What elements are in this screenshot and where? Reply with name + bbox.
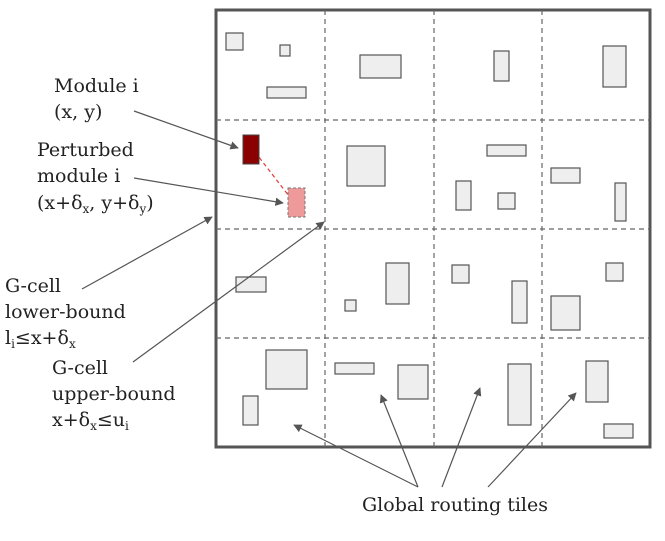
label-module-line2: (x, y) xyxy=(54,101,102,123)
label-lower-line2: lower-bound xyxy=(5,301,126,323)
block xyxy=(486,144,527,157)
block xyxy=(344,299,357,312)
block xyxy=(242,395,259,426)
label-upper-line2: upper-bound xyxy=(52,383,176,405)
label-upper-formula: x+δx≤ui xyxy=(52,409,129,433)
label-upper-line1: G-cell xyxy=(52,357,108,379)
arrow-module xyxy=(133,110,239,150)
block xyxy=(507,363,532,426)
block xyxy=(603,423,634,439)
block xyxy=(550,295,581,331)
arrow-lower-bound xyxy=(81,216,213,290)
block xyxy=(455,180,472,211)
block xyxy=(511,280,528,324)
block xyxy=(585,360,609,403)
routing-grid-lines xyxy=(216,10,650,447)
block xyxy=(397,364,429,400)
block xyxy=(497,192,516,210)
block xyxy=(225,32,244,51)
label-global-routing-tiles: Global routing tiles xyxy=(362,494,548,516)
label-perturbed-line2: module i xyxy=(37,165,120,187)
block xyxy=(359,54,402,79)
arrow-tile-4 xyxy=(487,392,577,488)
perturbed-module-i xyxy=(287,187,306,218)
block xyxy=(265,349,308,390)
block xyxy=(385,262,410,305)
block xyxy=(334,362,375,375)
label-lower-formula: li≤x+δx xyxy=(5,327,76,351)
label-lower-line1: G-cell xyxy=(5,275,61,297)
annotation-arrows xyxy=(81,110,577,488)
block xyxy=(605,262,624,282)
block xyxy=(346,145,386,187)
block xyxy=(493,50,510,82)
block xyxy=(266,86,307,99)
arrow-upper-bound xyxy=(132,221,325,363)
arrow-tile-3 xyxy=(441,387,482,488)
arrow-tile-2 xyxy=(379,394,419,488)
block xyxy=(451,264,470,284)
block xyxy=(550,167,581,184)
label-module-line1: Module i xyxy=(54,75,139,97)
arrow-perturbed xyxy=(133,177,284,206)
perturbation-link xyxy=(254,151,293,201)
label-perturbed-line1: Perturbed xyxy=(37,139,134,161)
block xyxy=(614,182,627,222)
placed-blocks xyxy=(225,32,634,439)
arrow-tile-1 xyxy=(293,424,419,488)
block xyxy=(235,276,267,293)
block xyxy=(279,44,291,57)
label-perturbed-coords: (x+δx, y+δy) xyxy=(37,192,154,216)
module-i xyxy=(242,134,260,165)
block xyxy=(602,45,627,88)
